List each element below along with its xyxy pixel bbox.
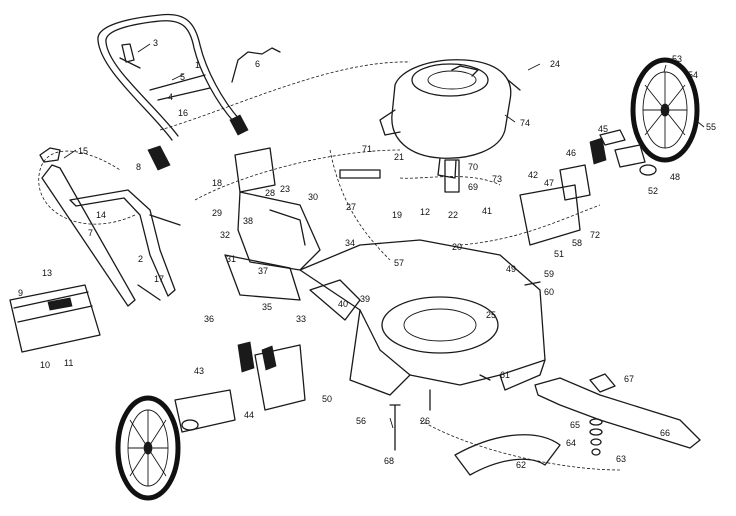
callout-60: 60	[544, 287, 554, 297]
callout-28: 28	[265, 188, 275, 198]
callout-20: 20	[452, 242, 462, 252]
callout-32: 32	[220, 230, 230, 240]
callout-51: 51	[554, 249, 564, 259]
rear-wheel-bracket-left	[174, 341, 306, 433]
callout-24: 24	[550, 59, 560, 69]
callout-52: 52	[648, 186, 658, 196]
cutting-blade	[534, 373, 701, 449]
callout-18: 18	[212, 178, 222, 188]
rear-bracket-assembly	[224, 147, 321, 301]
callout-48: 48	[670, 172, 680, 182]
callout-41: 41	[482, 206, 492, 216]
callout-23: 23	[280, 184, 290, 194]
callout-69: 69	[468, 182, 478, 192]
callout-26: 26	[420, 416, 430, 426]
callout-11: 11	[64, 358, 73, 368]
callout-46: 46	[566, 148, 576, 158]
callout-44: 44	[244, 410, 254, 420]
callout-29: 29	[212, 208, 222, 218]
callout-25: 25	[486, 310, 496, 320]
callout-42: 42	[528, 170, 538, 180]
callout-27: 27	[346, 202, 356, 212]
callout-35: 35	[262, 302, 272, 312]
callout-3: 3	[153, 38, 158, 48]
blade-hardware	[589, 418, 603, 456]
callout-4: 4	[168, 92, 173, 102]
callout-65: 65	[570, 420, 580, 430]
callout-54: 54	[688, 70, 698, 80]
callout-13: 13	[42, 268, 52, 278]
callout-14: 14	[96, 210, 106, 220]
callout-22: 22	[448, 210, 458, 220]
callout-45: 45	[598, 124, 608, 134]
callout-16: 16	[178, 108, 188, 118]
lower-handle	[39, 147, 181, 307]
callout-12: 12	[420, 207, 430, 217]
discharge-deflector	[454, 434, 561, 476]
callout-7: 7	[88, 228, 93, 238]
callout-66: 66	[660, 428, 670, 438]
callout-57: 57	[394, 258, 404, 268]
callout-49: 49	[506, 264, 516, 274]
callout-74: 74	[520, 118, 530, 128]
rear-wheel-left	[115, 395, 181, 501]
engine	[379, 59, 512, 193]
callout-62: 62	[516, 460, 526, 470]
upper-handle	[97, 13, 281, 141]
callout-63: 63	[616, 454, 626, 464]
callout-40: 40	[338, 299, 348, 309]
callout-37: 37	[258, 266, 268, 276]
handle-grips	[147, 114, 249, 171]
callout-39: 39	[360, 294, 370, 304]
callout-61: 61	[500, 370, 510, 380]
callout-9: 9	[18, 288, 23, 298]
callout-59: 59	[544, 269, 554, 279]
callout-15: 15	[78, 146, 88, 156]
callout-47: 47	[544, 178, 554, 188]
callout-38: 38	[243, 216, 253, 226]
assembly-leader-lines	[38, 61, 621, 471]
callout-33: 33	[296, 314, 306, 324]
callout-34: 34	[345, 238, 355, 248]
label-leader-ticks	[63, 43, 705, 429]
callout-58: 58	[572, 238, 582, 248]
callout-68: 68	[384, 456, 394, 466]
mower-deck	[299, 239, 546, 396]
front-wheel-bracket-right	[519, 129, 657, 246]
callout-1: 1	[195, 60, 200, 70]
callout-10: 10	[40, 360, 50, 370]
callout-73: 73	[492, 174, 502, 184]
callout-31: 31	[226, 254, 236, 264]
callout-56: 56	[356, 416, 366, 426]
callout-70: 70	[468, 162, 478, 172]
callout-8: 8	[136, 162, 141, 172]
callout-72: 72	[590, 230, 600, 240]
front-wheel-right	[630, 57, 700, 163]
callout-64: 64	[566, 438, 576, 448]
callout-5: 5	[180, 72, 185, 82]
callout-2: 2	[138, 254, 143, 264]
callout-6: 6	[255, 59, 260, 69]
callout-71: 71	[362, 144, 372, 154]
callout-50: 50	[322, 394, 332, 404]
callout-labels: 1 2 3 4 5 6 7 8 9 10 11 12 13 14 15 16 1…	[18, 38, 716, 470]
fasteners	[339, 79, 541, 451]
callout-30: 30	[308, 192, 318, 202]
callout-55: 55	[706, 122, 716, 132]
callout-36: 36	[204, 314, 214, 324]
callout-17: 17	[154, 274, 164, 284]
callout-21: 21	[394, 152, 404, 162]
callout-43: 43	[194, 366, 204, 376]
callout-67: 67	[624, 374, 634, 384]
callout-53: 53	[672, 54, 682, 64]
callout-19: 19	[392, 210, 402, 220]
rear-flap	[9, 284, 101, 353]
